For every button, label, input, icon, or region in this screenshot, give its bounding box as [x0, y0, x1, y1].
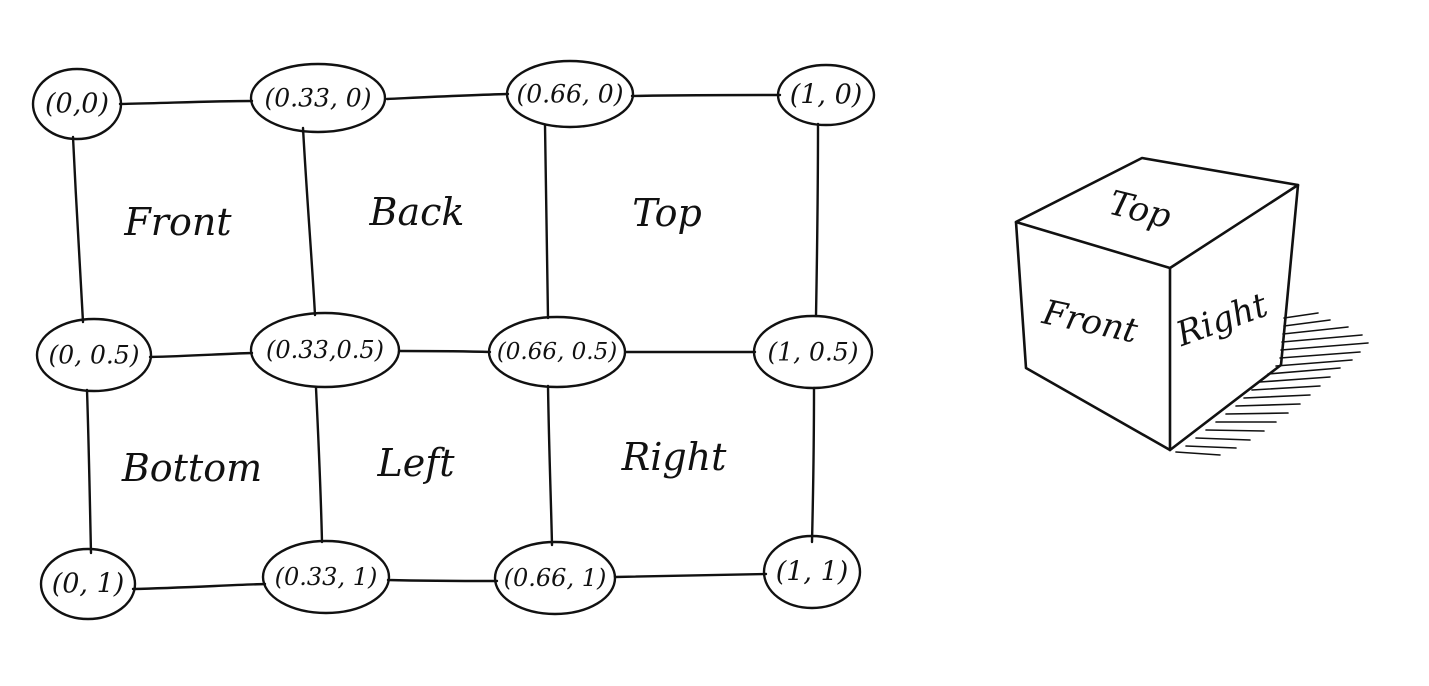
node-outline [493, 540, 617, 616]
grid-edges [71, 92, 820, 591]
edge [546, 384, 554, 547]
cube-label-right: Right [1170, 285, 1273, 355]
node-0-1: (0, 1) [39, 547, 137, 621]
edge [131, 582, 267, 591]
node-1-0: (1, 0) [776, 63, 876, 127]
node-layer: (0,0) (0.33, 0) (0.66, 0) (1, 0) (0, 0.5… [31, 59, 876, 621]
node-outline [261, 539, 391, 615]
node-label: (0, 0.5) [48, 341, 139, 370]
edge [71, 135, 85, 324]
edge [314, 386, 324, 544]
node-outline [35, 317, 153, 393]
node-outline [762, 534, 862, 610]
node-outline [249, 62, 387, 134]
face-label-bottom: Bottom [121, 446, 262, 490]
cube-label-front: Front [1038, 292, 1141, 351]
node-label: (0, 1) [52, 569, 125, 600]
node-label: (0.33,0.5) [266, 336, 384, 364]
node-outline [505, 59, 635, 129]
cube-right-face [1168, 183, 1300, 452]
node-outline [487, 315, 627, 389]
edge [613, 572, 768, 579]
cube-edges [1014, 156, 1300, 452]
face-label-back: Back [369, 190, 465, 234]
face-label-right: Right [621, 435, 728, 479]
face-label-front: Front [123, 200, 232, 244]
node-0.66-1: (0.66, 1) [493, 540, 617, 616]
node-0.33-1: (0.33, 1) [261, 539, 391, 615]
face-label-left: Left [376, 441, 455, 485]
node-outline [39, 547, 137, 621]
edge [118, 99, 254, 106]
cube-label-top: Top [1105, 183, 1175, 237]
edge [398, 349, 492, 354]
node-label: (0.66, 0.5) [497, 339, 617, 365]
edge [85, 388, 93, 555]
edge [543, 123, 550, 320]
node-0-0.5: (0, 0.5) [35, 317, 153, 393]
node-label: (0.66, 0) [517, 80, 624, 109]
cube-front-face [1014, 220, 1172, 452]
cube-shadow-hatching [1175, 312, 1369, 456]
node-0.33-0: (0.33, 0) [249, 62, 387, 134]
node-outline [31, 67, 123, 141]
node-label: (0.66, 1) [504, 564, 607, 592]
cube-illustration: Top Front Right [1014, 156, 1369, 456]
node-0-0: (0,0) [31, 67, 123, 141]
face-labels: Front Back Top Bottom Left Right [121, 190, 727, 490]
edge [148, 351, 254, 359]
node-label: (1, 0.5) [767, 338, 858, 367]
node-label: (0.33, 1) [275, 563, 378, 591]
edge [386, 578, 499, 583]
node-0.66-0: (0.66, 0) [505, 59, 635, 129]
edge [385, 92, 510, 101]
node-outline [752, 314, 874, 390]
edge [301, 126, 317, 317]
edge [814, 122, 820, 318]
node-1-0.5: (1, 0.5) [752, 314, 874, 390]
node-0.33-0.5: (0.33,0.5) [249, 311, 401, 389]
node-label: (0,0) [45, 89, 109, 120]
node-outline [249, 311, 401, 389]
node-label: (1, 0) [790, 80, 863, 111]
face-label-top: Top [632, 191, 702, 235]
edge [810, 386, 816, 544]
node-label: (1, 1) [776, 557, 849, 588]
node-1-1: (1, 1) [762, 534, 862, 610]
node-label: (0.33, 0) [265, 84, 372, 113]
node-0.66-0.5: (0.66, 0.5) [487, 315, 627, 389]
node-outline [776, 63, 876, 127]
edge [630, 93, 782, 98]
